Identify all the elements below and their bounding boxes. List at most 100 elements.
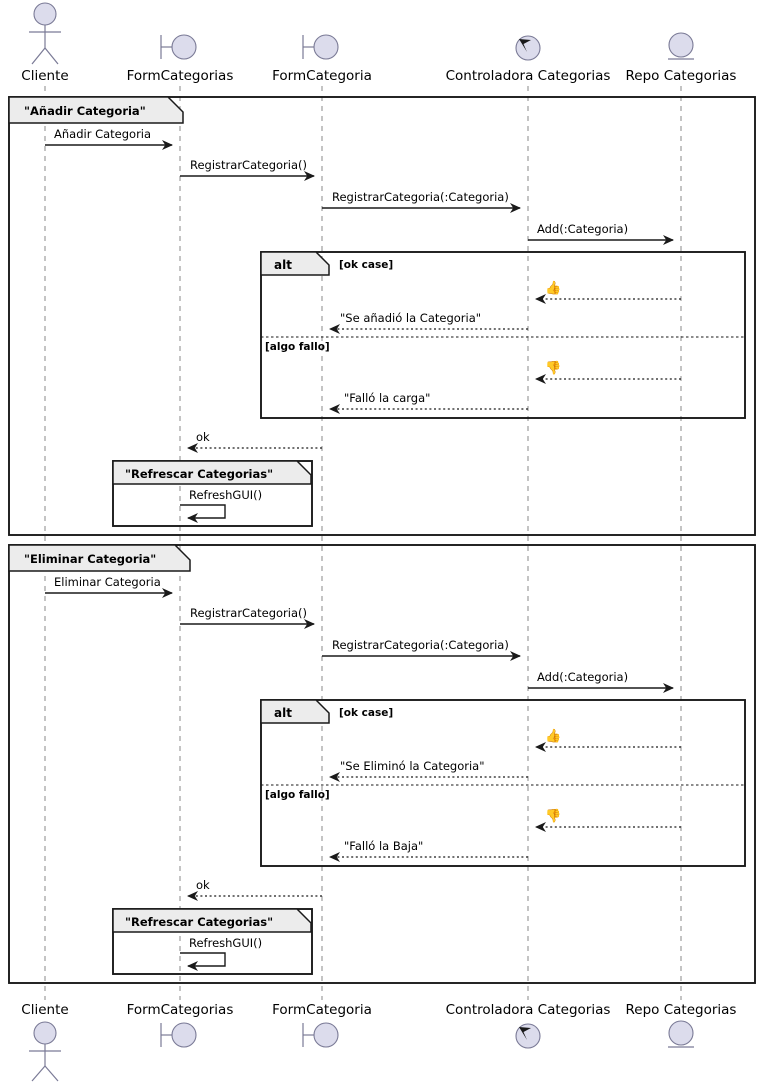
participant-head-formcategorias[interactable]: FormCategorias xyxy=(127,34,234,84)
return-fallo-carga[interactable]: "Falló la carga" xyxy=(329,391,528,414)
message-label: Añadir Categoria xyxy=(54,127,151,141)
message-registrarcategoria-categoria[interactable]: RegistrarCategoria(:Categoria) xyxy=(322,190,521,213)
participant-head-formcategoria[interactable]: FormCategoria xyxy=(272,34,372,84)
participant-foot-cliente[interactable]: Cliente xyxy=(21,1002,69,1082)
actor-leg-left xyxy=(31,47,46,65)
lifelines-group xyxy=(44,86,682,1000)
message-registrarcategoria-categoria-2[interactable]: RegistrarCategoria(:Categoria) xyxy=(322,638,521,661)
participant-label-cliente: Cliente xyxy=(21,68,68,84)
frame-title-eliminar: "Eliminar Categoria" xyxy=(24,552,156,566)
participant-label-repo-foot: Repo Categorias xyxy=(626,1002,737,1018)
message-add-categoria-2[interactable]: Add(:Categoria) xyxy=(528,670,674,693)
actor-icon xyxy=(33,1021,57,1045)
return-ok-repo[interactable]: 👍 xyxy=(535,280,681,304)
alt-operator-label: alt xyxy=(274,706,292,720)
control-arrow xyxy=(519,1027,531,1040)
participant-foot-repo[interactable]: Repo Categorias xyxy=(626,1002,737,1048)
message-anadir-categoria[interactable]: Añadir Categoria xyxy=(45,127,173,150)
self-message-refreshgui-2[interactable]: RefreshGUI() xyxy=(180,936,262,971)
self-message-refreshgui-1[interactable]: RefreshGUI() xyxy=(180,488,262,523)
thumbs-down-icon: 👎 xyxy=(545,360,561,376)
boundary-icon xyxy=(313,1022,339,1048)
message-label: "Se añadió la Categoria" xyxy=(340,311,481,325)
boundary-icon xyxy=(313,34,339,60)
return-fail-repo[interactable]: 👎 xyxy=(535,360,681,384)
nested-frame-refrescar-2[interactable]: "Refrescar Categorias" RefreshGUI() xyxy=(112,908,313,975)
boundary-icon xyxy=(171,1022,197,1048)
alt-guard-ok: [ok case] xyxy=(339,259,393,271)
thumbs-down-icon: 👎 xyxy=(545,808,561,824)
message-add-categoria[interactable]: Add(:Categoria) xyxy=(528,222,674,245)
return-ok-repo-2[interactable]: 👍 xyxy=(535,728,681,752)
frame-tab xyxy=(8,544,191,572)
message-label: "Falló la Baja" xyxy=(344,839,423,853)
alt-operator-label: alt xyxy=(274,258,292,272)
nested-frame-title: "Refrescar Categorias" xyxy=(125,915,273,929)
actor-leg-left xyxy=(31,1065,46,1082)
frame-border xyxy=(8,96,756,536)
return-fail-repo-2[interactable]: 👎 xyxy=(535,808,681,832)
participant-label-controladora: Controladora Categorias xyxy=(446,68,611,84)
message-registrarcategoria-2[interactable]: RegistrarCategoria() xyxy=(180,606,315,629)
message-label: RefreshGUI() xyxy=(189,488,262,502)
participant-foot-formcategoria[interactable]: FormCategoria xyxy=(272,1002,372,1048)
self-message-path xyxy=(180,504,226,523)
participant-label-formcategoria-foot: FormCategoria xyxy=(272,1002,372,1018)
nested-frame-title: "Refrescar Categorias" xyxy=(125,467,273,481)
alt-fragment-eliminar[interactable]: alt [ok case] 👍 "Se Eliminó la Categoria… xyxy=(260,699,746,867)
message-label: RegistrarCategoria(:Categoria) xyxy=(332,190,509,204)
participant-head-controladora[interactable]: Controladora Categorias xyxy=(446,35,611,84)
participant-label-controladora-foot: Controladora Categorias xyxy=(446,1002,611,1018)
nested-frame-tab xyxy=(112,460,312,485)
frame-anadir-categoria[interactable]: "Añadir Categoria" Añadir Categoria Regi… xyxy=(8,96,756,536)
return-se-elimino[interactable]: "Se Eliminó la Categoria" xyxy=(329,759,528,782)
self-message-path xyxy=(180,952,226,971)
message-label: ok xyxy=(196,878,210,892)
message-label: Eliminar Categoria xyxy=(54,575,161,589)
alt-fragment-anadir[interactable]: alt [ok case] 👍 "Se añadió la Categoria"… xyxy=(260,251,746,419)
participant-head-repo[interactable]: Repo Categorias xyxy=(626,32,737,84)
boundary-icon xyxy=(171,34,197,60)
message-label: ok xyxy=(196,430,210,444)
message-label: RefreshGUI() xyxy=(189,936,262,950)
participant-label-repo: Repo Categorias xyxy=(626,68,737,84)
alt-tab xyxy=(260,699,330,724)
alt-border xyxy=(260,251,746,419)
participant-foot-controladora[interactable]: Controladora Categorias xyxy=(446,1002,611,1049)
message-label: RegistrarCategoria(:Categoria) xyxy=(332,638,509,652)
alt-border xyxy=(260,699,746,867)
thumbs-up-icon: 👍 xyxy=(545,728,561,744)
participant-label-formcategorias-foot: FormCategorias xyxy=(127,1002,234,1018)
participant-head-cliente[interactable]: Cliente xyxy=(21,2,69,84)
alt-tab xyxy=(260,251,330,276)
return-ok-formcategorias[interactable]: ok xyxy=(187,430,322,453)
participant-label-formcategorias: FormCategorias xyxy=(127,68,234,84)
actor-icon xyxy=(33,2,57,26)
message-eliminar-categoria[interactable]: Eliminar Categoria xyxy=(45,575,173,598)
actor-leg-right xyxy=(44,47,59,65)
participant-label-cliente-foot: Cliente xyxy=(21,1002,68,1018)
return-ok-formcategorias-2[interactable]: ok xyxy=(187,878,322,901)
alt-guard-ok: [ok case] xyxy=(339,707,393,719)
message-label: RegistrarCategoria() xyxy=(190,606,307,620)
entity-icon xyxy=(668,1020,694,1046)
message-label: "Se Eliminó la Categoria" xyxy=(340,759,485,773)
message-registrarcategoria[interactable]: RegistrarCategoria() xyxy=(180,158,315,181)
message-label: Add(:Categoria) xyxy=(537,670,628,684)
frame-tab xyxy=(8,96,184,124)
thumbs-up-icon: 👍 xyxy=(545,280,561,296)
alt-guard-fallo: [algo fallo] xyxy=(265,341,330,353)
return-se-anadio[interactable]: "Se añadió la Categoria" xyxy=(329,311,528,334)
nested-frame-refrescar-1[interactable]: "Refrescar Categorias" RefreshGUI() xyxy=(112,460,313,527)
message-label: "Falló la carga" xyxy=(344,391,430,405)
entity-icon xyxy=(668,32,694,58)
control-arrow xyxy=(519,39,531,52)
message-label: RegistrarCategoria() xyxy=(190,158,307,172)
message-label: Add(:Categoria) xyxy=(537,222,628,236)
frame-border xyxy=(8,544,756,984)
participant-label-formcategoria: FormCategoria xyxy=(272,68,372,84)
return-fallo-baja[interactable]: "Falló la Baja" xyxy=(329,839,528,862)
participant-foot-formcategorias[interactable]: FormCategorias xyxy=(127,1002,234,1048)
frame-eliminar-categoria[interactable]: "Eliminar Categoria" Eliminar Categoria … xyxy=(8,544,756,984)
